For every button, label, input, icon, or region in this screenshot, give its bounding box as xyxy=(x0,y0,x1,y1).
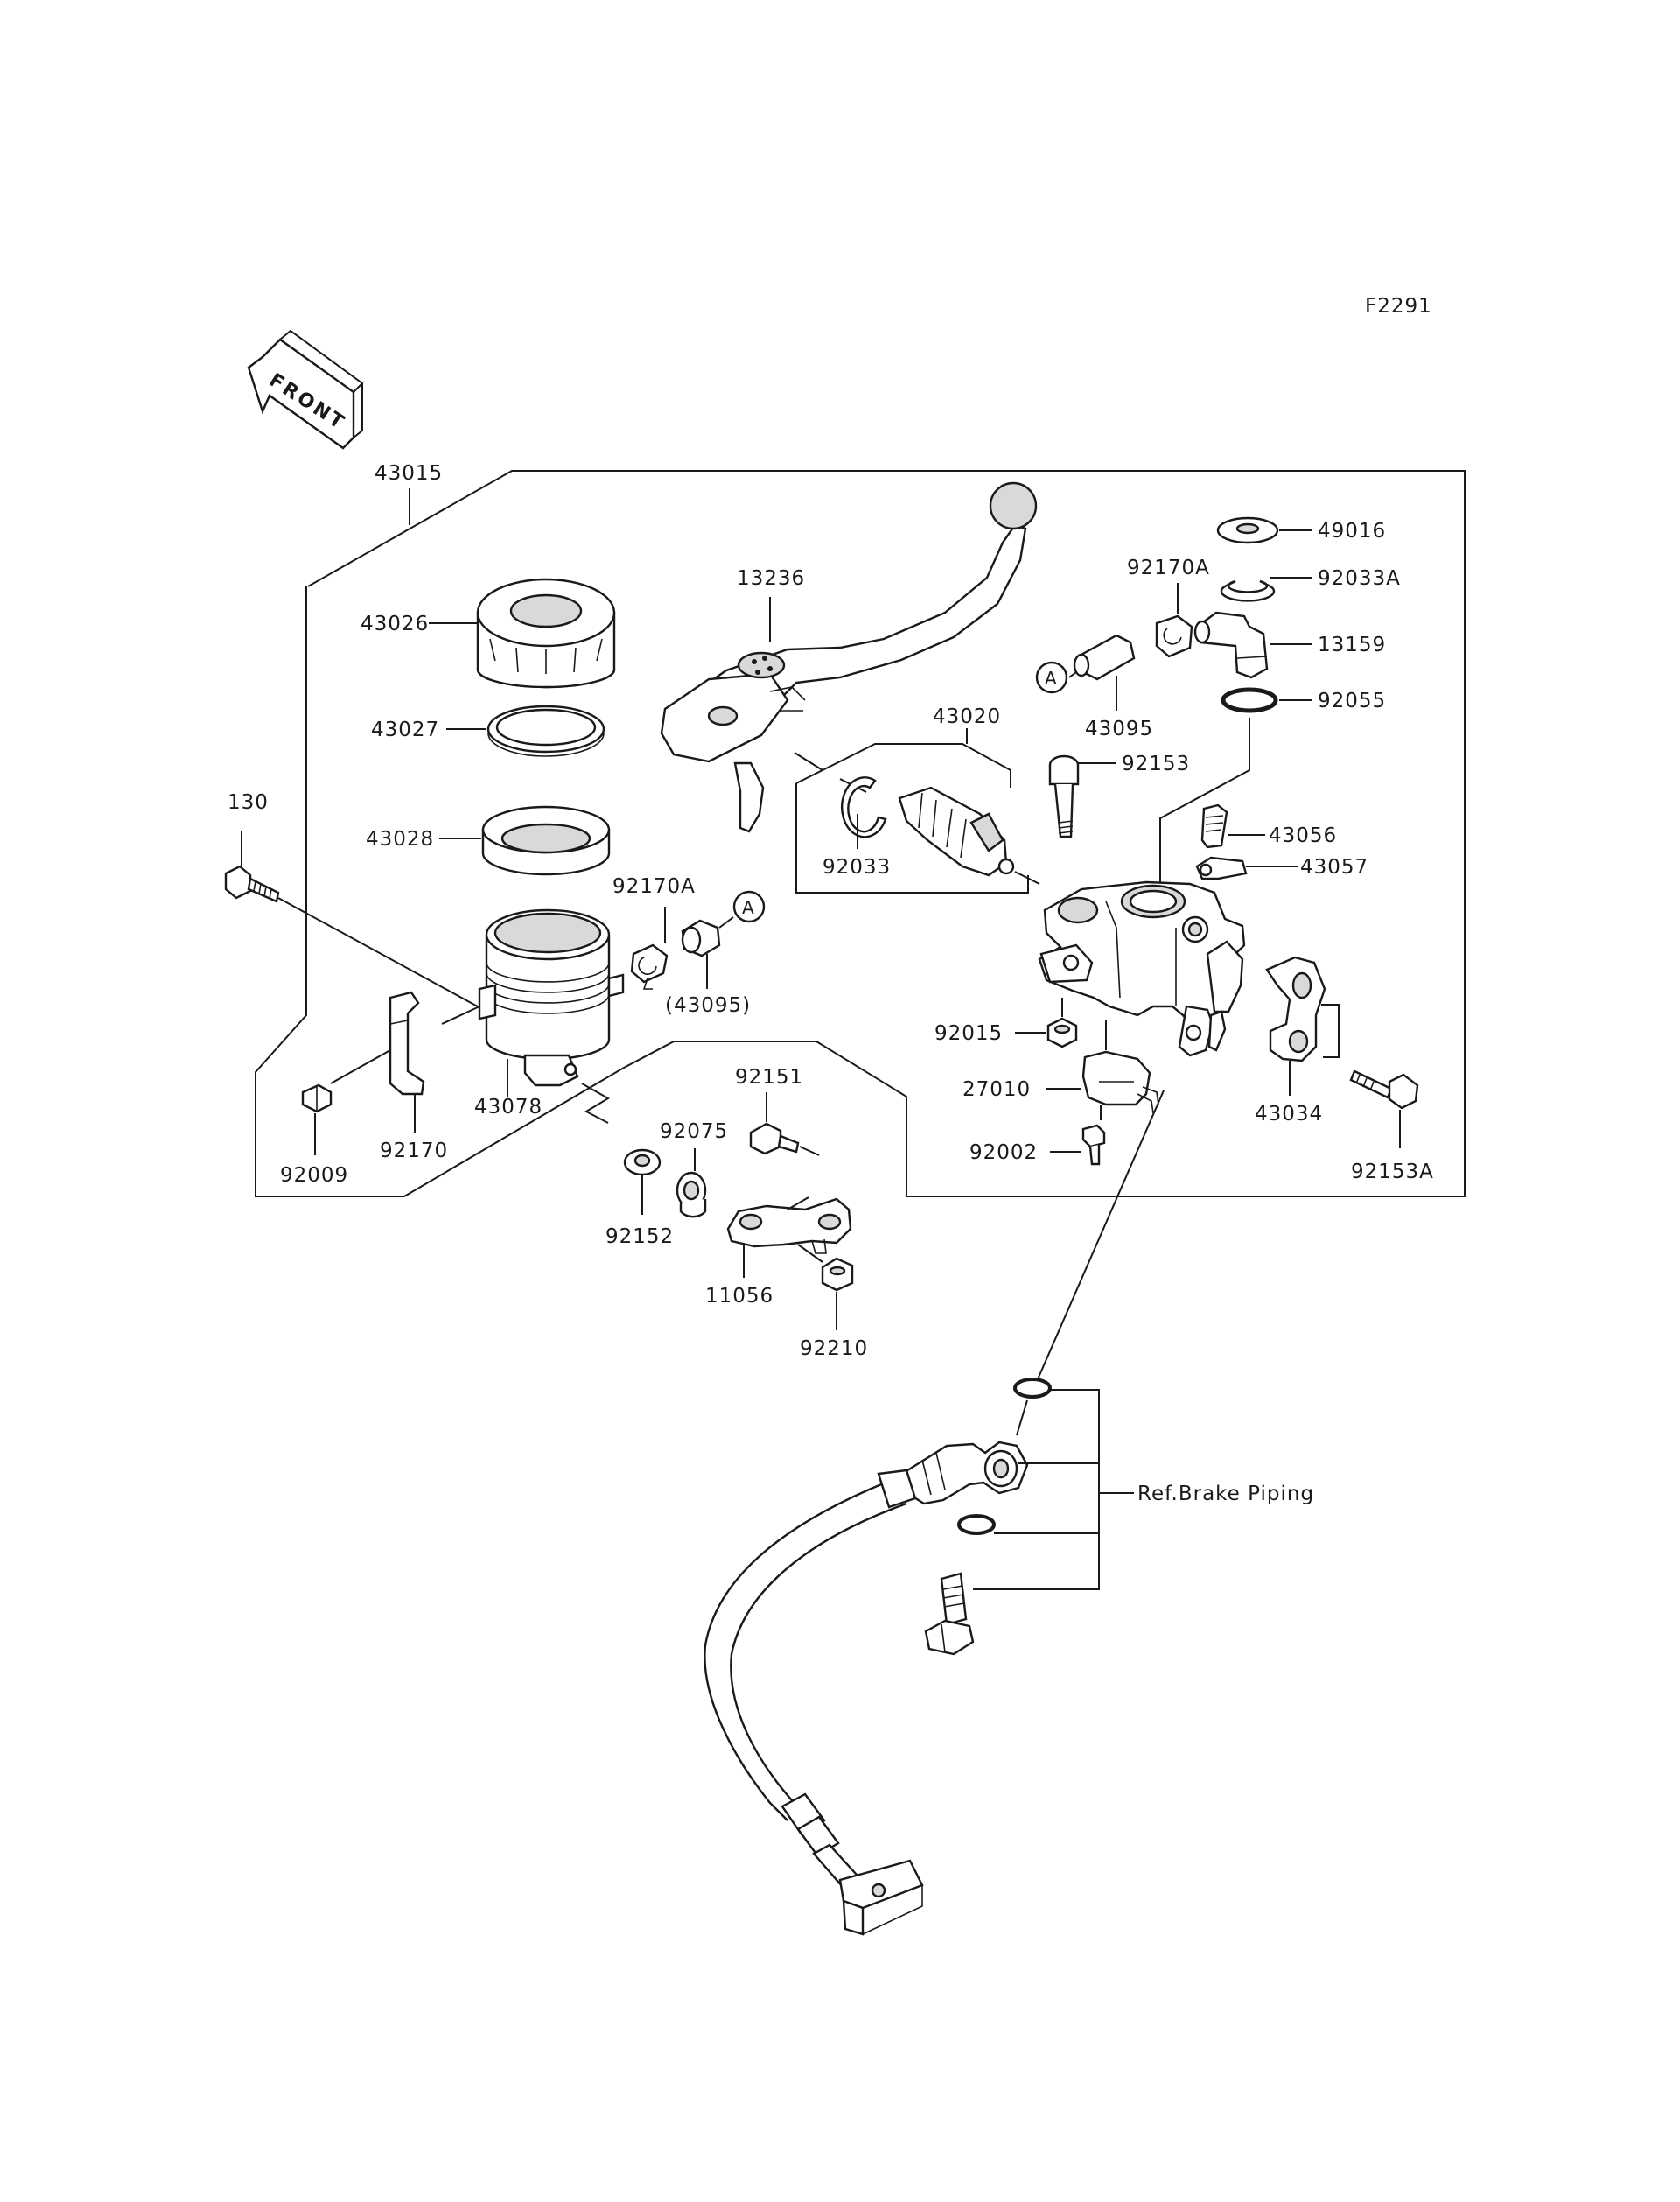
label-92033A: 92033A xyxy=(1318,567,1401,590)
reservoir-cap-43026 xyxy=(476,578,616,689)
label-130: 130 xyxy=(228,791,269,814)
elbow-13159 xyxy=(1194,611,1269,679)
label-43027: 43027 xyxy=(371,719,439,741)
label-43095: 43095 xyxy=(1085,718,1153,740)
bolt-92153A xyxy=(1349,1069,1419,1110)
label-43057: 43057 xyxy=(1300,856,1368,879)
brake-lever-13236 xyxy=(660,481,1038,833)
nut-92210 xyxy=(821,1257,854,1292)
label-43095-paren: (43095) xyxy=(665,994,751,1017)
switch-27010 xyxy=(1082,1050,1159,1114)
washer-upper xyxy=(1013,1378,1052,1399)
svg-text:A: A xyxy=(1045,668,1058,689)
label-92152: 92152 xyxy=(606,1225,674,1248)
label-11056: 11056 xyxy=(705,1285,774,1308)
reservoir-seal-43027 xyxy=(486,705,606,757)
label-92055: 92055 xyxy=(1318,690,1386,712)
banjo-bolt xyxy=(924,1572,975,1656)
bleeder-43056 xyxy=(1200,803,1228,849)
label-92153A: 92153A xyxy=(1351,1161,1434,1183)
bleeder-cap-43057 xyxy=(1195,856,1248,880)
bolt-92009 xyxy=(301,1083,332,1113)
label-27010: 27010 xyxy=(962,1078,1031,1101)
o-ring-92055 xyxy=(1221,687,1278,713)
label-92151: 92151 xyxy=(735,1066,803,1089)
washer-lower xyxy=(957,1514,996,1535)
cap-49016 xyxy=(1216,516,1279,544)
bolt-92151 xyxy=(749,1122,800,1155)
grommet-92075 xyxy=(676,1171,707,1218)
clamp-92170A-right xyxy=(1155,614,1194,658)
label-13159: 13159 xyxy=(1318,634,1386,656)
assembly-43015-outline xyxy=(255,470,1466,1197)
label-43034: 43034 xyxy=(1255,1103,1323,1126)
label-92170A-right: 92170A xyxy=(1127,557,1210,579)
master-cylinder-body xyxy=(1038,880,1246,1057)
callout-a-right: A xyxy=(1035,661,1068,694)
screw-92002 xyxy=(1082,1124,1106,1166)
clamp-92170A-left xyxy=(630,943,668,990)
brake-hose xyxy=(704,1469,924,1936)
label-43056: 43056 xyxy=(1269,824,1337,847)
piston-assembly-43020 xyxy=(898,786,1015,877)
label-43015: 43015 xyxy=(374,462,443,485)
label-92170: 92170 xyxy=(380,1140,448,1162)
figure-code: F2291 xyxy=(1365,295,1432,318)
bracket-92170 xyxy=(388,991,425,1096)
label-92170A-left: 92170A xyxy=(612,875,696,898)
label-43026: 43026 xyxy=(360,613,429,635)
label-92153: 92153 xyxy=(1122,753,1190,775)
label-49016: 49016 xyxy=(1318,520,1386,543)
label-43078: 43078 xyxy=(474,1096,542,1119)
front-arrow-icon: FRONT xyxy=(247,329,364,450)
label-92015: 92015 xyxy=(934,1022,1003,1045)
hose-43095-left xyxy=(681,919,721,957)
label-92210: 92210 xyxy=(800,1337,868,1360)
hose-43095-right xyxy=(1073,634,1136,681)
label-92009: 92009 xyxy=(280,1164,348,1187)
holder-43034 xyxy=(1265,956,1326,1062)
callout-a-left: A xyxy=(732,890,766,923)
label-13236: 13236 xyxy=(737,567,805,590)
bolt-130 xyxy=(224,865,280,903)
banjo-fitting xyxy=(903,1441,1029,1505)
svg-text:A: A xyxy=(742,897,755,918)
label-92002: 92002 xyxy=(970,1141,1038,1164)
label-ref-brake-piping: Ref.Brake Piping xyxy=(1138,1483,1314,1505)
label-43020: 43020 xyxy=(933,705,1001,728)
bracket-11056 xyxy=(726,1197,852,1254)
label-92075: 92075 xyxy=(660,1120,728,1143)
collar-92152 xyxy=(623,1148,662,1176)
label-43028: 43028 xyxy=(366,828,434,851)
circlip-92033 xyxy=(841,776,887,838)
nut-92015 xyxy=(1046,1017,1078,1048)
pivot-bolt-92153 xyxy=(1048,754,1080,838)
reservoir-43078 xyxy=(478,908,625,1087)
circlip-92033A xyxy=(1220,579,1276,602)
reservoir-diaphragm-43028 xyxy=(481,805,611,876)
label-92033: 92033 xyxy=(822,856,891,879)
